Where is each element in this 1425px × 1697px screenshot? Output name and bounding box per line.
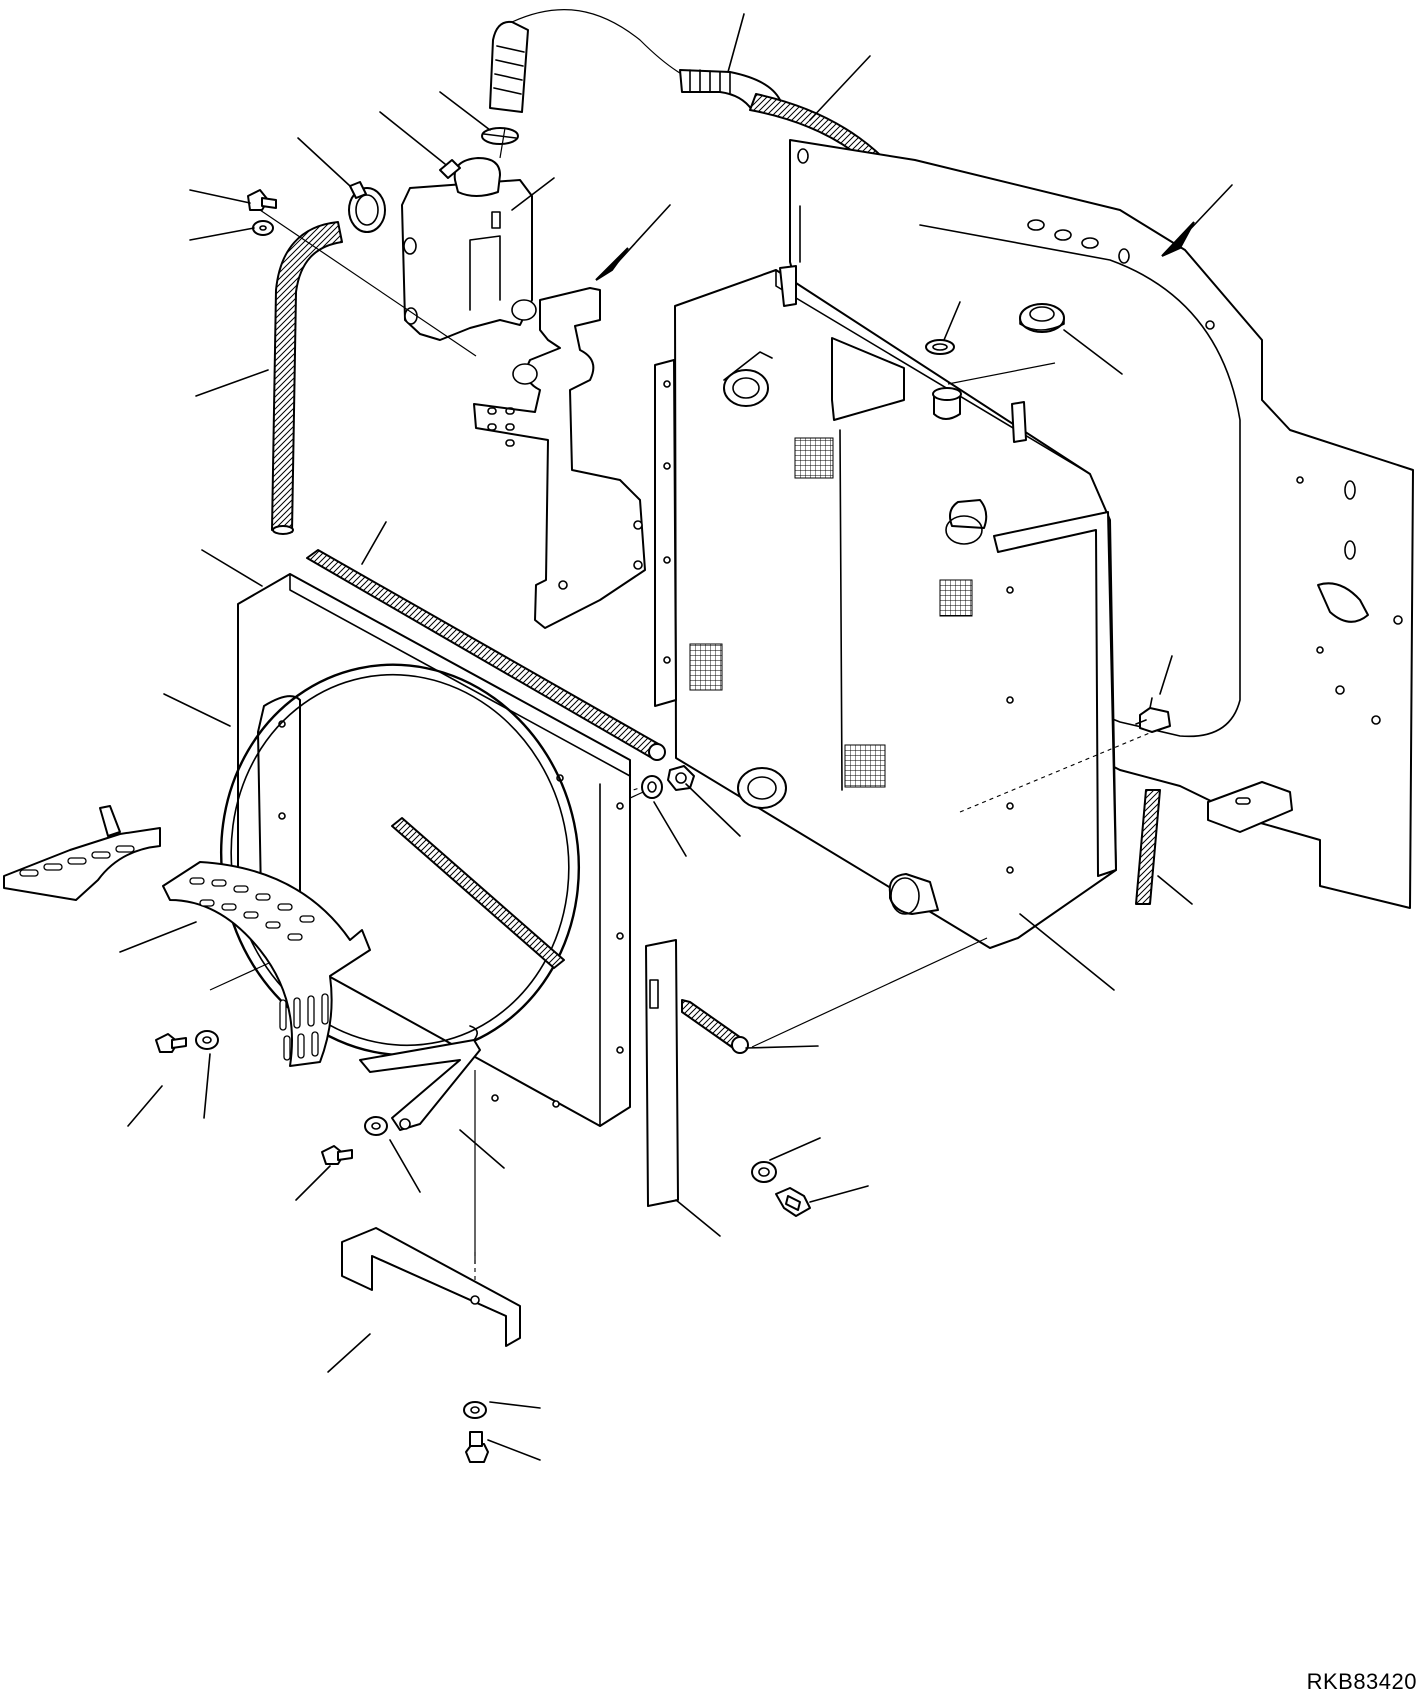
sponge-seal-middle [391, 817, 565, 969]
washer-upper-left [252, 220, 274, 236]
washer-fan-guard-lower [364, 1116, 388, 1136]
upper-hose [489, 8, 701, 113]
lower-bracket [341, 1227, 521, 1347]
drain-hose [1135, 789, 1161, 905]
bolt-fan-guard-lower [321, 1145, 353, 1165]
bolt-lower-bracket [465, 1431, 489, 1463]
radiator-lower-inlet [737, 767, 787, 809]
shroud-nut [667, 765, 695, 791]
tank-bracket [473, 287, 646, 629]
spacer-collar [641, 775, 663, 799]
reserve-tank [401, 157, 533, 341]
callout-leaders [119, 13, 1193, 1461]
drawing-code: RKB83420 [1306, 1669, 1417, 1694]
fan-guard-stay [359, 1025, 481, 1131]
washer-lower-bracket [463, 1401, 487, 1419]
hose-clamp-right [925, 339, 955, 355]
radiator-upper-outlet [945, 499, 988, 545]
sponge-seal-top [306, 549, 666, 761]
fan-guard-mesh [3, 805, 371, 1067]
washer-fan-guard-left [195, 1030, 219, 1050]
washer-side [751, 1161, 777, 1183]
arrow-mounting-panel [1161, 184, 1233, 257]
filler-neck [932, 387, 962, 420]
hose-clamp-top [481, 127, 519, 145]
bolt-fan-guard-left [155, 1033, 187, 1053]
radiator [654, 265, 1117, 949]
side-seal-plate [645, 939, 679, 1207]
arrow-tank-bracket [595, 204, 671, 281]
bolt-upper-left [247, 189, 277, 211]
hose-clamp-left [348, 181, 386, 233]
drain-cock [1135, 697, 1171, 733]
sponge-seal-side [681, 999, 749, 1054]
radiator-cap [1019, 303, 1065, 333]
panel-tab [1207, 781, 1293, 833]
radiator-upper-inlet [723, 351, 773, 407]
bolt-side [775, 1187, 811, 1217]
radiator-lower-outlet [888, 873, 939, 915]
lower-hose-left [271, 221, 343, 535]
